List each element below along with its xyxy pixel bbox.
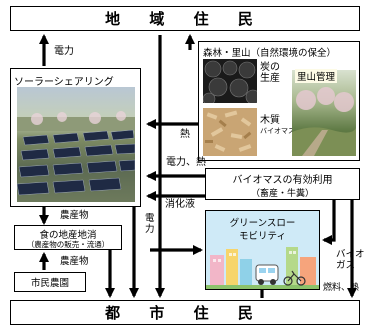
- label-biogas: バイオガス: [336, 249, 366, 272]
- solar-sharing-title: ソーラーシェアリング: [14, 77, 114, 88]
- charcoal-text: 炭の生産: [260, 62, 280, 84]
- charcoal-photo: [203, 59, 257, 103]
- biomass-line2: （畜産・牛糞）: [250, 189, 314, 199]
- mobility-line2: モビリティ: [239, 231, 286, 242]
- solar-panels-illustration: [17, 111, 135, 196]
- solar-sharing-box: ソーラーシェアリング: [10, 68, 141, 207]
- wood-biomass-text-1: 木質: [260, 115, 280, 126]
- wood-biomass-text-2: バイオマス: [260, 127, 295, 135]
- label-electricity-vertical-text: 電力: [145, 213, 155, 235]
- local-food-box: 食の地産地消 （農産物の販売・流通）: [14, 225, 122, 250]
- bottom-banner-urban-residents: 都 市 住 民: [10, 300, 360, 325]
- green-slow-mobility-box: グリーンスロー モビリティ: [205, 210, 320, 290]
- mobility-illustration: [206, 247, 319, 289]
- local-food-line2: （農産物の販売・流通）: [26, 240, 110, 249]
- forest-title: 森林・里山（自然環境の保全）: [203, 48, 337, 59]
- satoyama-label: 里山管理: [295, 69, 338, 83]
- satoyama-illustration: [292, 87, 356, 156]
- citizen-farm-text: 市民農園: [30, 278, 69, 289]
- label-produce-1: 農産物: [60, 210, 89, 221]
- label-digestate: 消化液: [165, 199, 195, 210]
- label-electricity-heat: 電力、熱: [166, 157, 206, 168]
- label-electricity-vertical: 電力: [145, 213, 157, 236]
- satoyama-photo: [292, 70, 356, 156]
- wood-chips-photo: [203, 108, 257, 156]
- solar-sharing-photo: [17, 87, 135, 202]
- bottom-banner-text: 都 市 住 民: [105, 304, 265, 322]
- label-produce-2: 農産物: [60, 256, 89, 267]
- citizen-farm-box: 市民農園: [14, 272, 86, 292]
- wood-chips-illustration: [205, 110, 252, 152]
- charcoal-label: 炭の生産: [260, 62, 288, 84]
- biomass-box: バイオマスの有効利用 （畜産・牛糞）: [205, 168, 360, 200]
- wood-biomass-label: 木質 バイオマス: [260, 115, 295, 136]
- label-fuel-heat: 燃料、熱: [323, 283, 360, 293]
- biomass-line1: バイオマスの有効利用: [232, 175, 333, 186]
- charcoal-illustration: [203, 60, 257, 103]
- label-heat: 熱: [180, 129, 190, 140]
- label-biogas-text: バイオガス: [336, 249, 365, 271]
- top-banner-local-residents: 地 域 住 民: [10, 6, 360, 31]
- forest-satoyama-box: 森林・里山（自然環境の保全） 炭の生産: [198, 41, 360, 161]
- local-food-line1: 食の地産地消: [39, 230, 97, 241]
- top-banner-text: 地 域 住 民: [105, 10, 265, 28]
- arrow-biogas-to-mobility: [321, 200, 336, 246]
- mobility-line1: グリーンスロー: [229, 218, 296, 229]
- label-electricity: 電力: [54, 46, 74, 57]
